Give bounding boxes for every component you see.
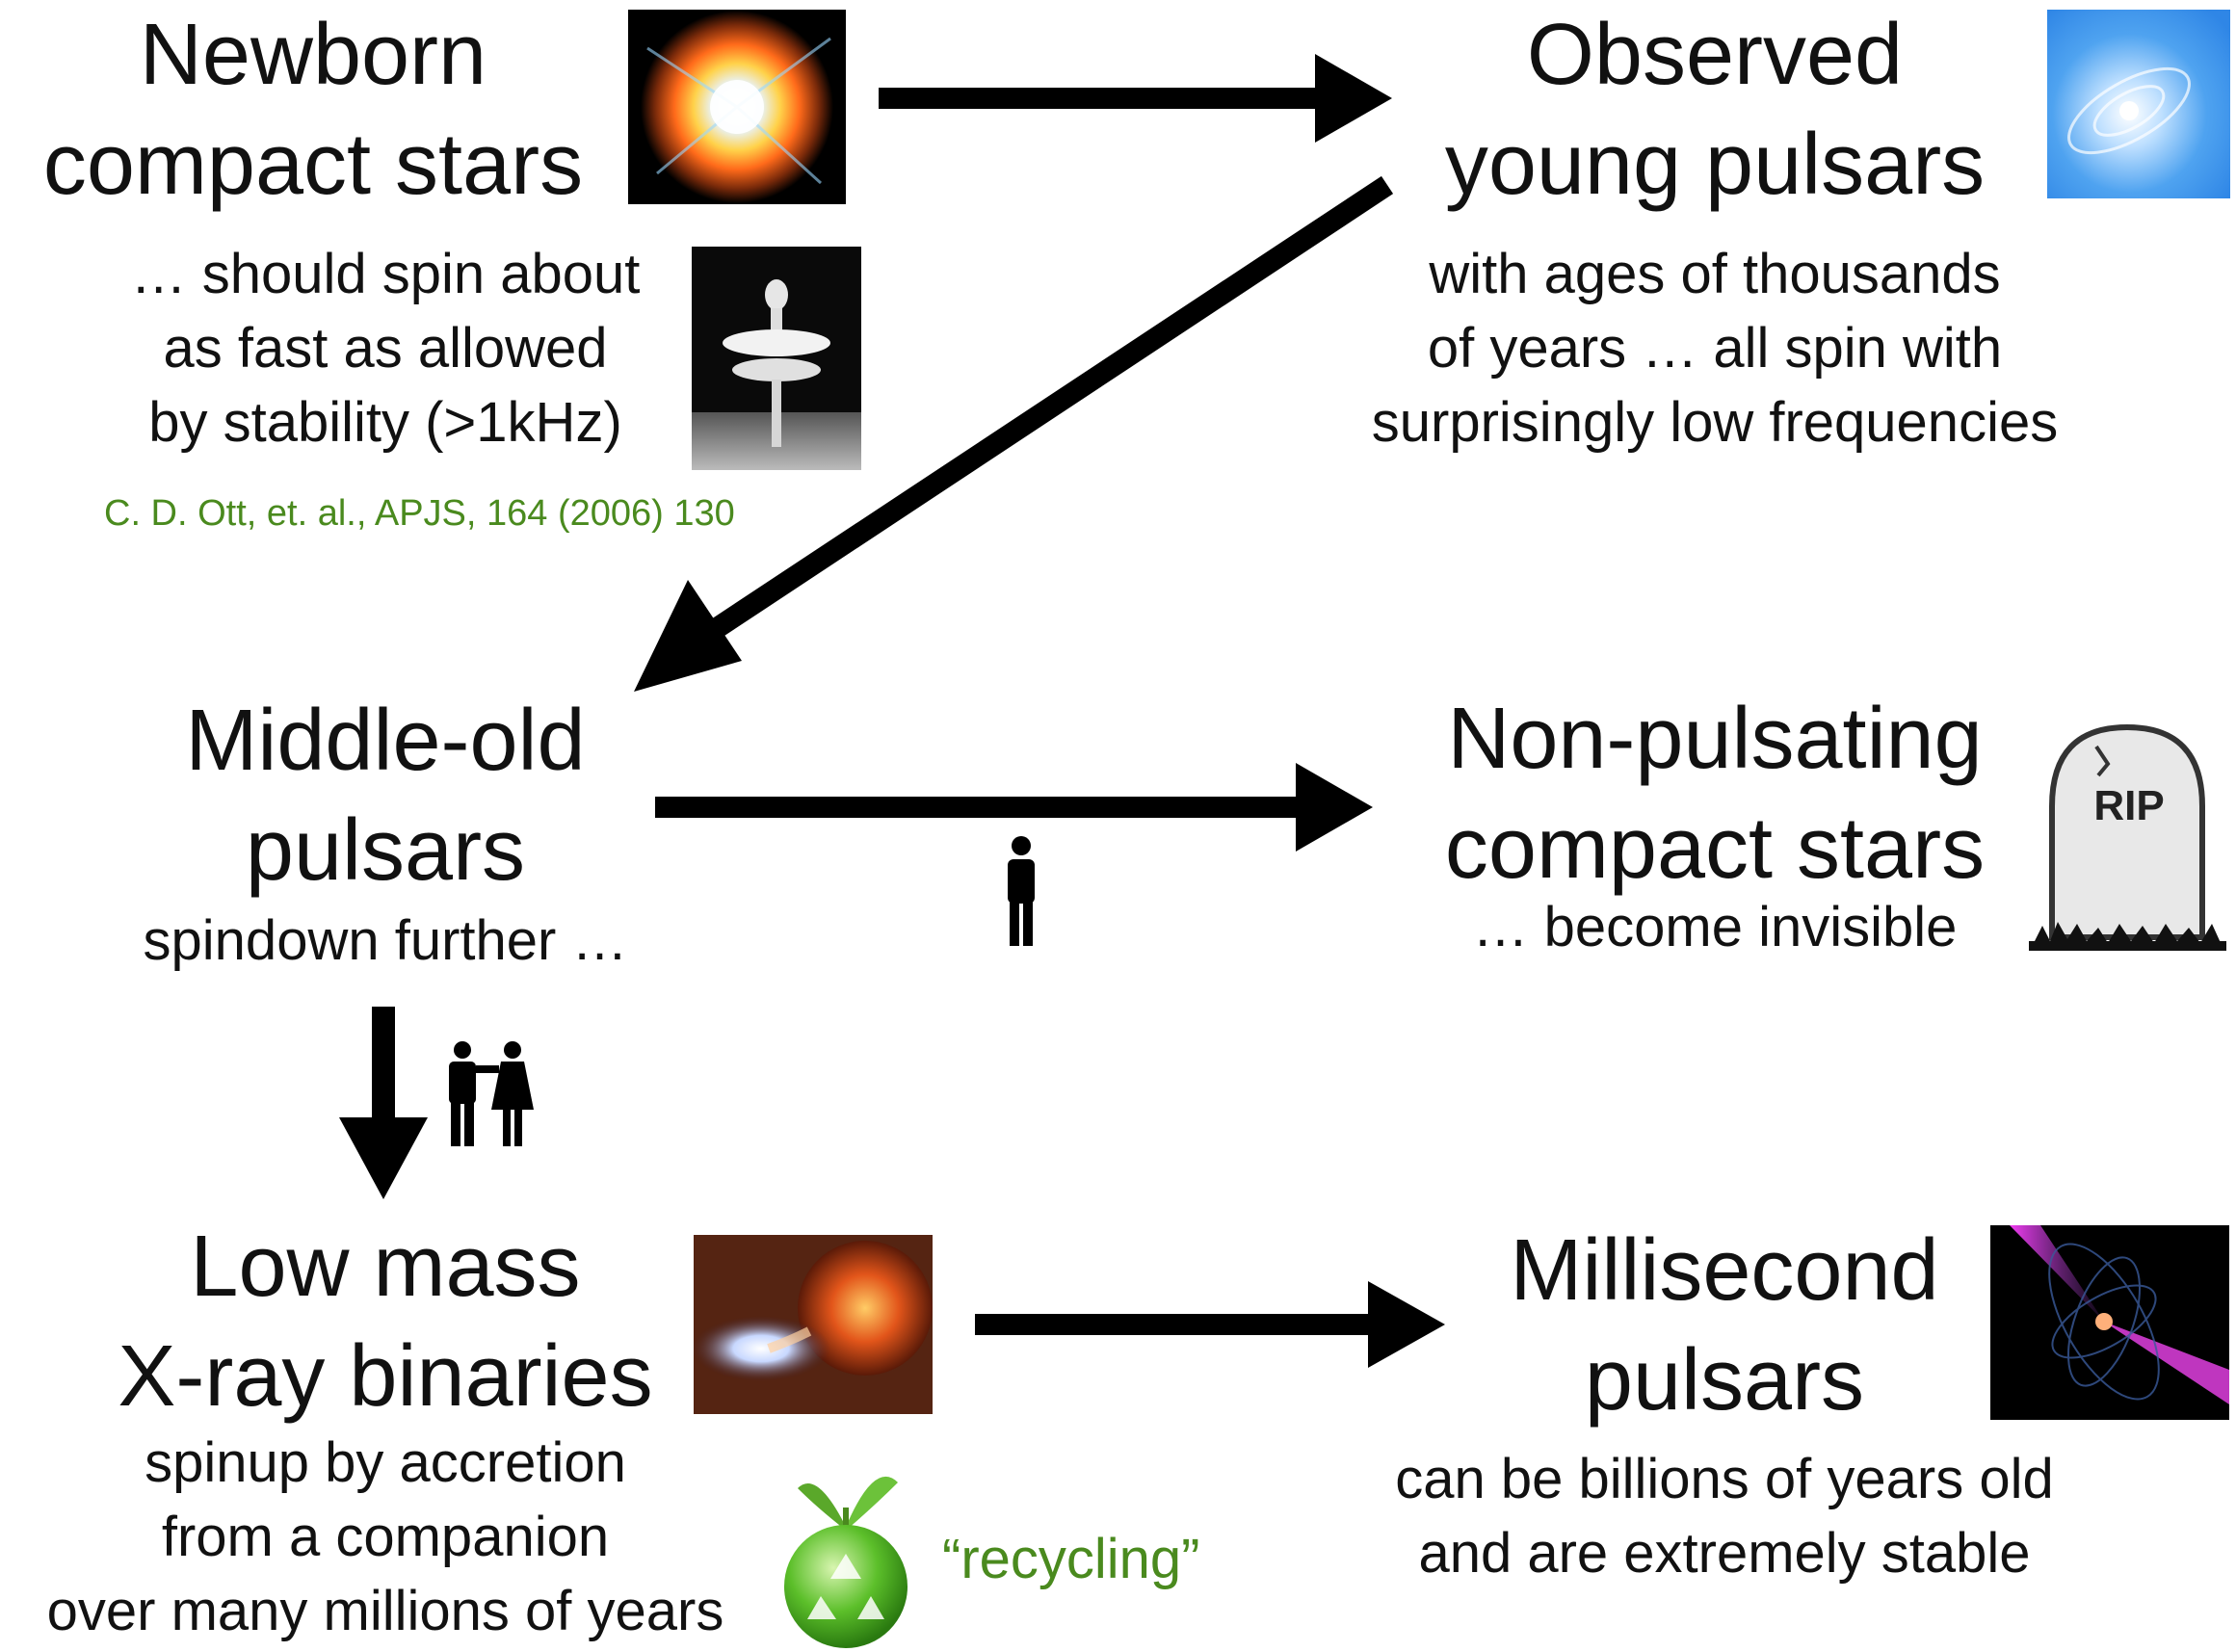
nonpulsating-description: … become invisible xyxy=(1387,890,2042,964)
arrow-middle-to-nonpulsating xyxy=(655,763,1373,852)
lmxb-title-line1: Low mass xyxy=(190,1219,581,1315)
msp-description: can be billions of years old and are ext… xyxy=(1339,1442,2110,1590)
couple-icon xyxy=(441,1040,534,1146)
arrow-lmxb-to-msp xyxy=(975,1281,1445,1368)
observed-desc-line1: with ages of thousands xyxy=(1429,243,2001,305)
newborn-description: … should spin about as fast as allowed b… xyxy=(67,237,703,459)
newborn-title-line1: Newborn xyxy=(139,7,487,103)
observed-title: Observed young pulsars xyxy=(1402,0,2028,220)
lmxb-title-line2: X-ray binaries xyxy=(118,1328,653,1425)
nonpulsating-title: Non-pulsating compact stars xyxy=(1397,684,2033,904)
lmxb-title: Low mass X-ray binaries xyxy=(77,1212,694,1431)
msp-title: Millisecond pulsars xyxy=(1445,1216,2004,1435)
lmxb-description: spinup by accretion from a companion ove… xyxy=(0,1426,771,1648)
newborn-desc-line1: … should spin about xyxy=(130,243,641,305)
newborn-desc-line2: as fast as allowed xyxy=(163,317,608,380)
lmxb-desc-line2: from a companion xyxy=(161,1506,610,1568)
msp-desc-line2: and are extremely stable xyxy=(1418,1522,2031,1585)
msp-desc-line1: can be billions of years old xyxy=(1395,1448,2054,1510)
lmxb-desc-line3: over many millions of years xyxy=(46,1580,724,1642)
ballerina-image xyxy=(692,247,861,470)
binary-star-image xyxy=(694,1235,933,1414)
arrow-newborn-to-observed xyxy=(879,54,1392,143)
middle-title-line1: Middle-old xyxy=(185,693,586,789)
observed-description: with ages of thousands of years … all sp… xyxy=(1310,237,2119,459)
observed-desc-line2: of years … all spin with xyxy=(1427,317,2003,380)
newborn-title: Newborn compact stars xyxy=(10,0,617,220)
person-icon xyxy=(1002,834,1040,946)
nonpulsating-title-line2: compact stars xyxy=(1444,800,1986,897)
arrow-middle-to-lmxb xyxy=(339,1007,428,1199)
tombstone-icon: RIP xyxy=(2029,718,2226,958)
observed-title-line1: Observed xyxy=(1526,7,1904,103)
tombstone-text: RIP xyxy=(2093,782,2164,829)
msp-title-line2: pulsars xyxy=(1584,1332,1865,1429)
middle-title: Middle-old pulsars xyxy=(96,686,674,905)
supernova-image xyxy=(628,10,846,204)
pulsar-image xyxy=(2047,10,2230,198)
middle-description: spindown further … xyxy=(58,904,713,978)
middle-desc-line1: spindown further … xyxy=(143,909,628,972)
arrow-observed-to-middle xyxy=(634,175,1394,692)
observed-title-line2: young pulsars xyxy=(1444,117,1986,213)
newborn-title-line2: compact stars xyxy=(42,117,584,213)
recycle-globe-icon xyxy=(778,1450,913,1652)
nonpulsating-title-line1: Non-pulsating xyxy=(1447,691,1983,787)
recycling-label: “recycling” xyxy=(942,1528,1200,1590)
lmxb-desc-line1: spinup by accretion xyxy=(145,1431,626,1494)
observed-desc-line3: surprisingly low frequencies xyxy=(1371,391,2059,454)
nonpulsating-desc-line1: … become invisible xyxy=(1472,896,1958,958)
newborn-desc-line3: by stability (>1kHz) xyxy=(148,391,622,454)
citation: C. D. Ott, et. al., APJS, 164 (2006) 130 xyxy=(104,493,735,534)
msp-title-line1: Millisecond xyxy=(1510,1222,1939,1319)
millisecond-pulsar-image xyxy=(1990,1225,2229,1420)
middle-title-line2: pulsars xyxy=(245,802,526,899)
